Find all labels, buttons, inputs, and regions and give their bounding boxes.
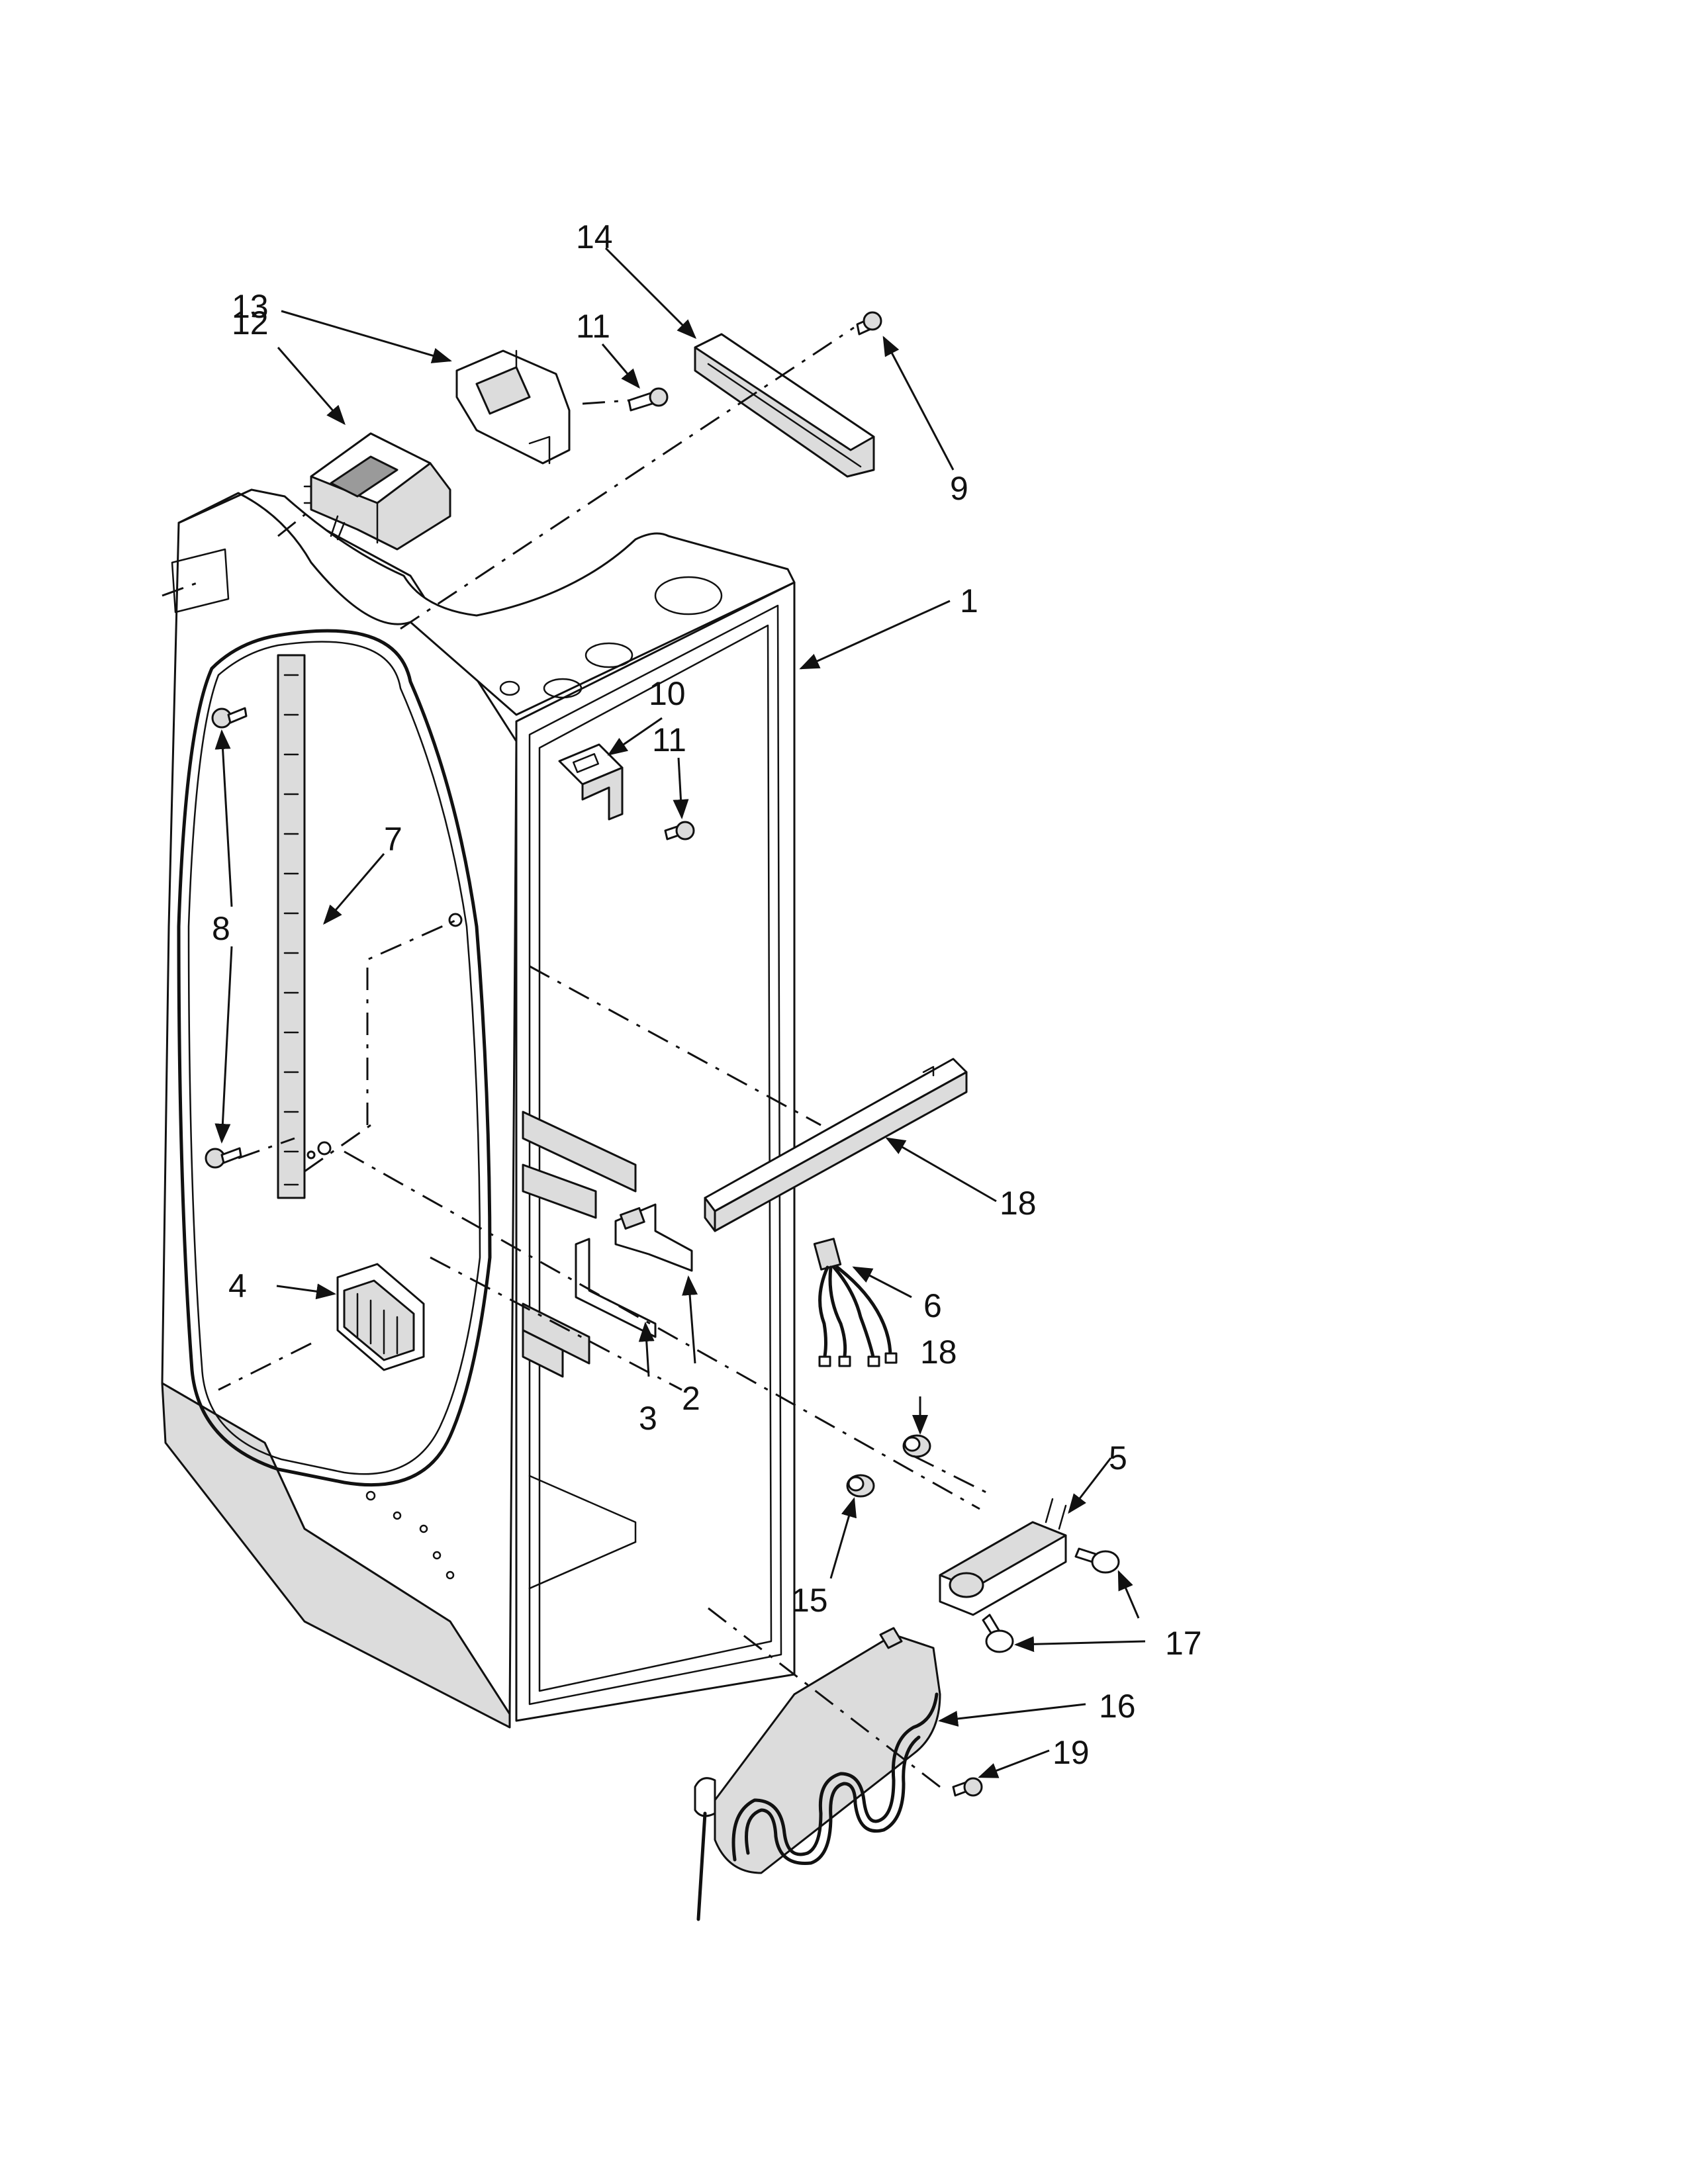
bracket-10 bbox=[558, 743, 624, 821]
screw-11-top bbox=[628, 387, 669, 412]
callout-1: 1 bbox=[960, 582, 978, 619]
callout-2: 2 bbox=[682, 1380, 700, 1417]
screw-17-upper bbox=[1074, 1547, 1120, 1574]
wire-harness bbox=[813, 1238, 898, 1367]
screw-11-mid bbox=[664, 821, 695, 841]
callout-7: 7 bbox=[384, 821, 402, 858]
rail-screw-upper bbox=[211, 707, 248, 729]
cross-bracket bbox=[704, 1058, 968, 1232]
callout-13: 13 bbox=[232, 288, 269, 325]
callout-9: 9 bbox=[950, 470, 968, 507]
callout-4: 4 bbox=[228, 1267, 247, 1304]
screw-19 bbox=[952, 1777, 983, 1797]
shelf-rail bbox=[277, 654, 306, 1199]
liner-hole-upper bbox=[448, 913, 463, 927]
callout-3: 3 bbox=[639, 1400, 657, 1437]
liner-hole-lower bbox=[317, 1141, 332, 1156]
thermostat-housing bbox=[939, 1498, 1067, 1616]
callout-labels: 1 2 3 4 5 6 7 8 9 10 11 11 12 13 14 15 1… bbox=[212, 218, 1202, 1771]
callout-16: 16 bbox=[1099, 1688, 1136, 1725]
callout-11-top: 11 bbox=[576, 308, 610, 345]
vent-grille bbox=[336, 1263, 425, 1371]
callout-8: 8 bbox=[212, 910, 230, 947]
callout-12: 12 bbox=[232, 304, 269, 341]
callout-10: 10 bbox=[649, 675, 686, 712]
top-channel bbox=[694, 333, 875, 478]
screw-17-lower bbox=[982, 1614, 1014, 1653]
control-bracket bbox=[455, 349, 571, 465]
rail-slots bbox=[283, 674, 299, 1186]
callout-14: 14 bbox=[576, 218, 613, 255]
alignment-lines bbox=[162, 326, 994, 1788]
cabinet-liner bbox=[161, 488, 796, 1729]
cabinet-bottom-dots bbox=[365, 1490, 455, 1580]
callout-18-plug: 18 bbox=[920, 1334, 957, 1371]
callout-17: 17 bbox=[1165, 1625, 1202, 1662]
callout-19: 19 bbox=[1053, 1734, 1090, 1771]
defrost-heater bbox=[694, 1627, 941, 1921]
control-housing bbox=[303, 432, 451, 551]
liner-seal-outline bbox=[177, 629, 492, 1487]
callout-11-mid: 11 bbox=[652, 721, 686, 758]
screw-9 bbox=[856, 311, 882, 336]
callout-leaders bbox=[214, 247, 1146, 1778]
liner-seal-inner bbox=[187, 641, 481, 1475]
plug-18 bbox=[902, 1434, 931, 1458]
liner-hole-lower-2 bbox=[306, 1150, 316, 1160]
callout-6: 6 bbox=[923, 1287, 942, 1324]
callout-15: 15 bbox=[791, 1582, 828, 1619]
plug-15 bbox=[846, 1474, 875, 1498]
callout-18-bracket: 18 bbox=[1000, 1185, 1037, 1222]
callout-5: 5 bbox=[1109, 1439, 1127, 1477]
bracket-2 bbox=[614, 1203, 693, 1272]
rail-screw-lower bbox=[205, 1147, 242, 1169]
